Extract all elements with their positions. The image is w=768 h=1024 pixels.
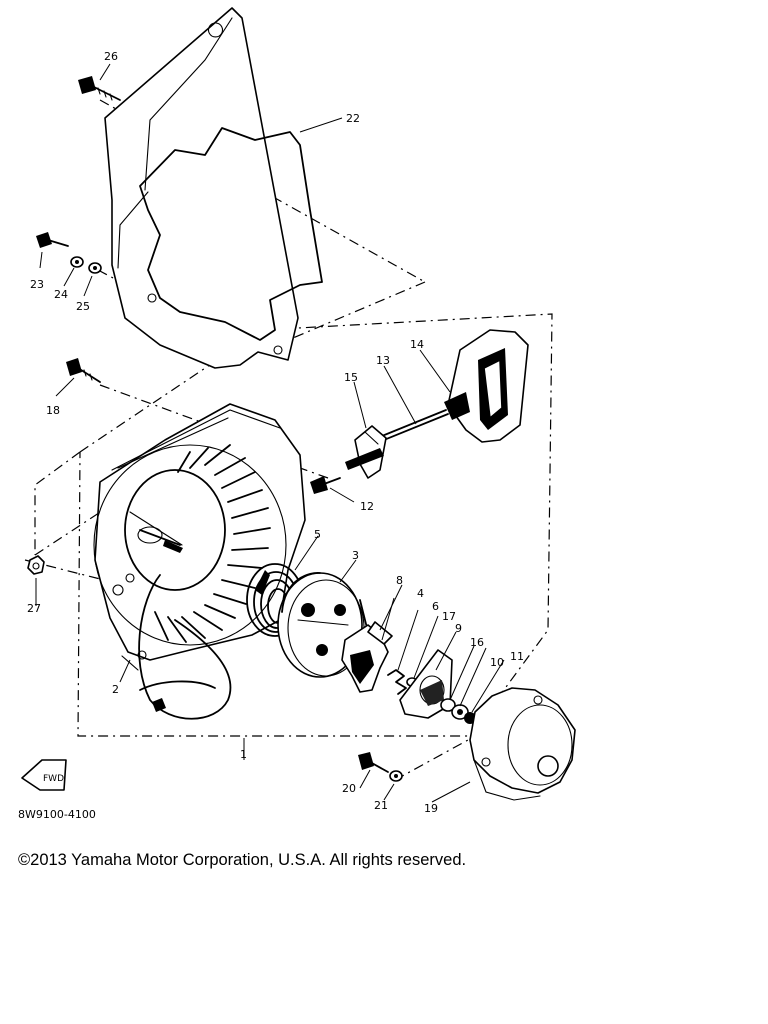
bolt-23 — [36, 232, 69, 248]
front-arrow-label: FWD — [43, 774, 64, 784]
callout-10: 10 — [490, 656, 504, 669]
starter-cover-plate — [104, 7, 323, 369]
callout-23: 23 — [30, 278, 44, 291]
callout-9: 9 — [455, 622, 462, 635]
callout-11: 11 — [510, 650, 524, 663]
front-direction-arrow-icon: FWD — [21, 759, 67, 791]
callout-labels: 26 22 23 24 25 18 15 13 14 12 5 3 8 4 6 … — [27, 50, 524, 815]
callout-18: 18 — [46, 404, 60, 417]
callout-4: 4 — [417, 587, 424, 600]
friction-spring — [387, 669, 407, 695]
callout-3: 3 — [352, 549, 359, 562]
callout-14: 14 — [410, 338, 424, 351]
starter-handle — [444, 329, 529, 443]
callout-24: 24 — [54, 288, 68, 301]
callout-leaders — [35, 63, 505, 803]
callout-27: 27 — [27, 602, 41, 615]
rope-guide — [345, 425, 387, 479]
callout-16: 16 — [470, 636, 484, 649]
callout-20: 20 — [342, 782, 356, 795]
washer-16 — [440, 698, 456, 712]
callout-13: 13 — [376, 354, 390, 367]
callout-12: 12 — [360, 500, 374, 513]
callout-19: 19 — [424, 802, 438, 815]
callout-22: 22 — [346, 112, 360, 125]
recoil-starter-exploded-diagram: FWD 8W9100-4100 26 22 23 24 — [18, 7, 576, 821]
callout-26: 26 — [104, 50, 118, 63]
starter-case — [93, 403, 306, 720]
callout-25: 25 — [76, 300, 90, 313]
fan-fins — [154, 444, 271, 643]
bolt-20 — [358, 752, 389, 773]
nut-27 — [27, 555, 45, 575]
washer-24 — [70, 256, 84, 268]
copyright-notice: ©2013 Yamaha Motor Corporation, U.S.A. A… — [18, 851, 467, 869]
friction-plate — [399, 649, 453, 719]
callout-8: 8 — [396, 574, 403, 587]
callout-5: 5 — [314, 528, 321, 541]
washer-25 — [88, 262, 102, 274]
washer-21 — [389, 770, 403, 782]
callout-17: 17 — [442, 610, 456, 623]
callout-15: 15 — [344, 371, 358, 384]
callout-2: 2 — [112, 683, 119, 696]
bolt-26 — [78, 76, 121, 101]
starter-pulley — [469, 687, 576, 801]
bolt-18 — [66, 358, 101, 383]
drive-plate — [341, 621, 393, 693]
callout-1: 1 — [240, 748, 247, 761]
callout-6: 6 — [432, 600, 439, 613]
collar-12 — [310, 476, 341, 494]
part-code: 8W9100-4100 — [18, 808, 96, 821]
callout-21: 21 — [374, 799, 388, 812]
